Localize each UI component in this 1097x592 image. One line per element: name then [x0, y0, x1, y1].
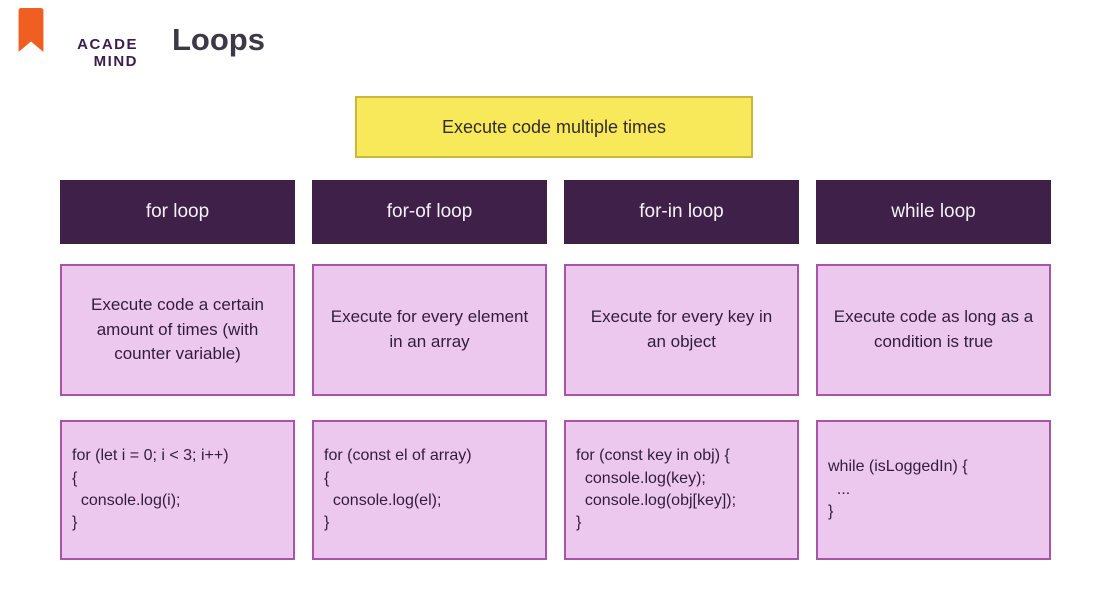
column-header: while loop	[816, 180, 1051, 244]
academind-logo: ACADE MIND	[16, 6, 146, 78]
logo-text-line2: MIND	[93, 53, 138, 71]
description-box: Execute for every key in an object	[564, 264, 799, 396]
code-text: while (isLoggedIn) { ... }	[828, 458, 968, 521]
bookmark-icon	[18, 8, 44, 52]
column-header: for-in loop	[564, 180, 799, 244]
code-box: for (const key in obj) { console.log(key…	[564, 420, 799, 560]
description-box: Execute for every element in an array	[312, 264, 547, 396]
description-box: Execute code a certain amount of times (…	[60, 264, 295, 396]
summary-banner: Execute code multiple times	[355, 96, 753, 158]
column-header: for loop	[60, 180, 295, 244]
code-text: for (const key in obj) { console.log(key…	[576, 447, 737, 532]
page-title: Loops	[172, 22, 265, 57]
code-box: for (const el of array) { console.log(el…	[312, 420, 547, 560]
description-box: Execute code as long as a condition is t…	[816, 264, 1051, 396]
column-header: for-of loop	[312, 180, 547, 244]
loop-column-for: for loop Execute code a certain amount o…	[60, 180, 295, 560]
loop-column-for-in: for-in loop Execute for every key in an …	[564, 180, 799, 560]
logo-text-line1: ACADE	[77, 36, 138, 53]
code-text: for (let i = 0; i < 3; i++) { console.lo…	[72, 447, 229, 532]
loop-column-while: while loop Execute code as long as a con…	[816, 180, 1051, 560]
logo-text: ACADE MIND	[26, 36, 138, 71]
loops-grid: for loop Execute code a certain amount o…	[60, 180, 1051, 560]
loop-column-for-of: for-of loop Execute for every element in…	[312, 180, 547, 560]
code-text: for (const el of array) { console.log(el…	[324, 447, 472, 532]
code-box: while (isLoggedIn) { ... }	[816, 420, 1051, 560]
code-box: for (let i = 0; i < 3; i++) { console.lo…	[60, 420, 295, 560]
